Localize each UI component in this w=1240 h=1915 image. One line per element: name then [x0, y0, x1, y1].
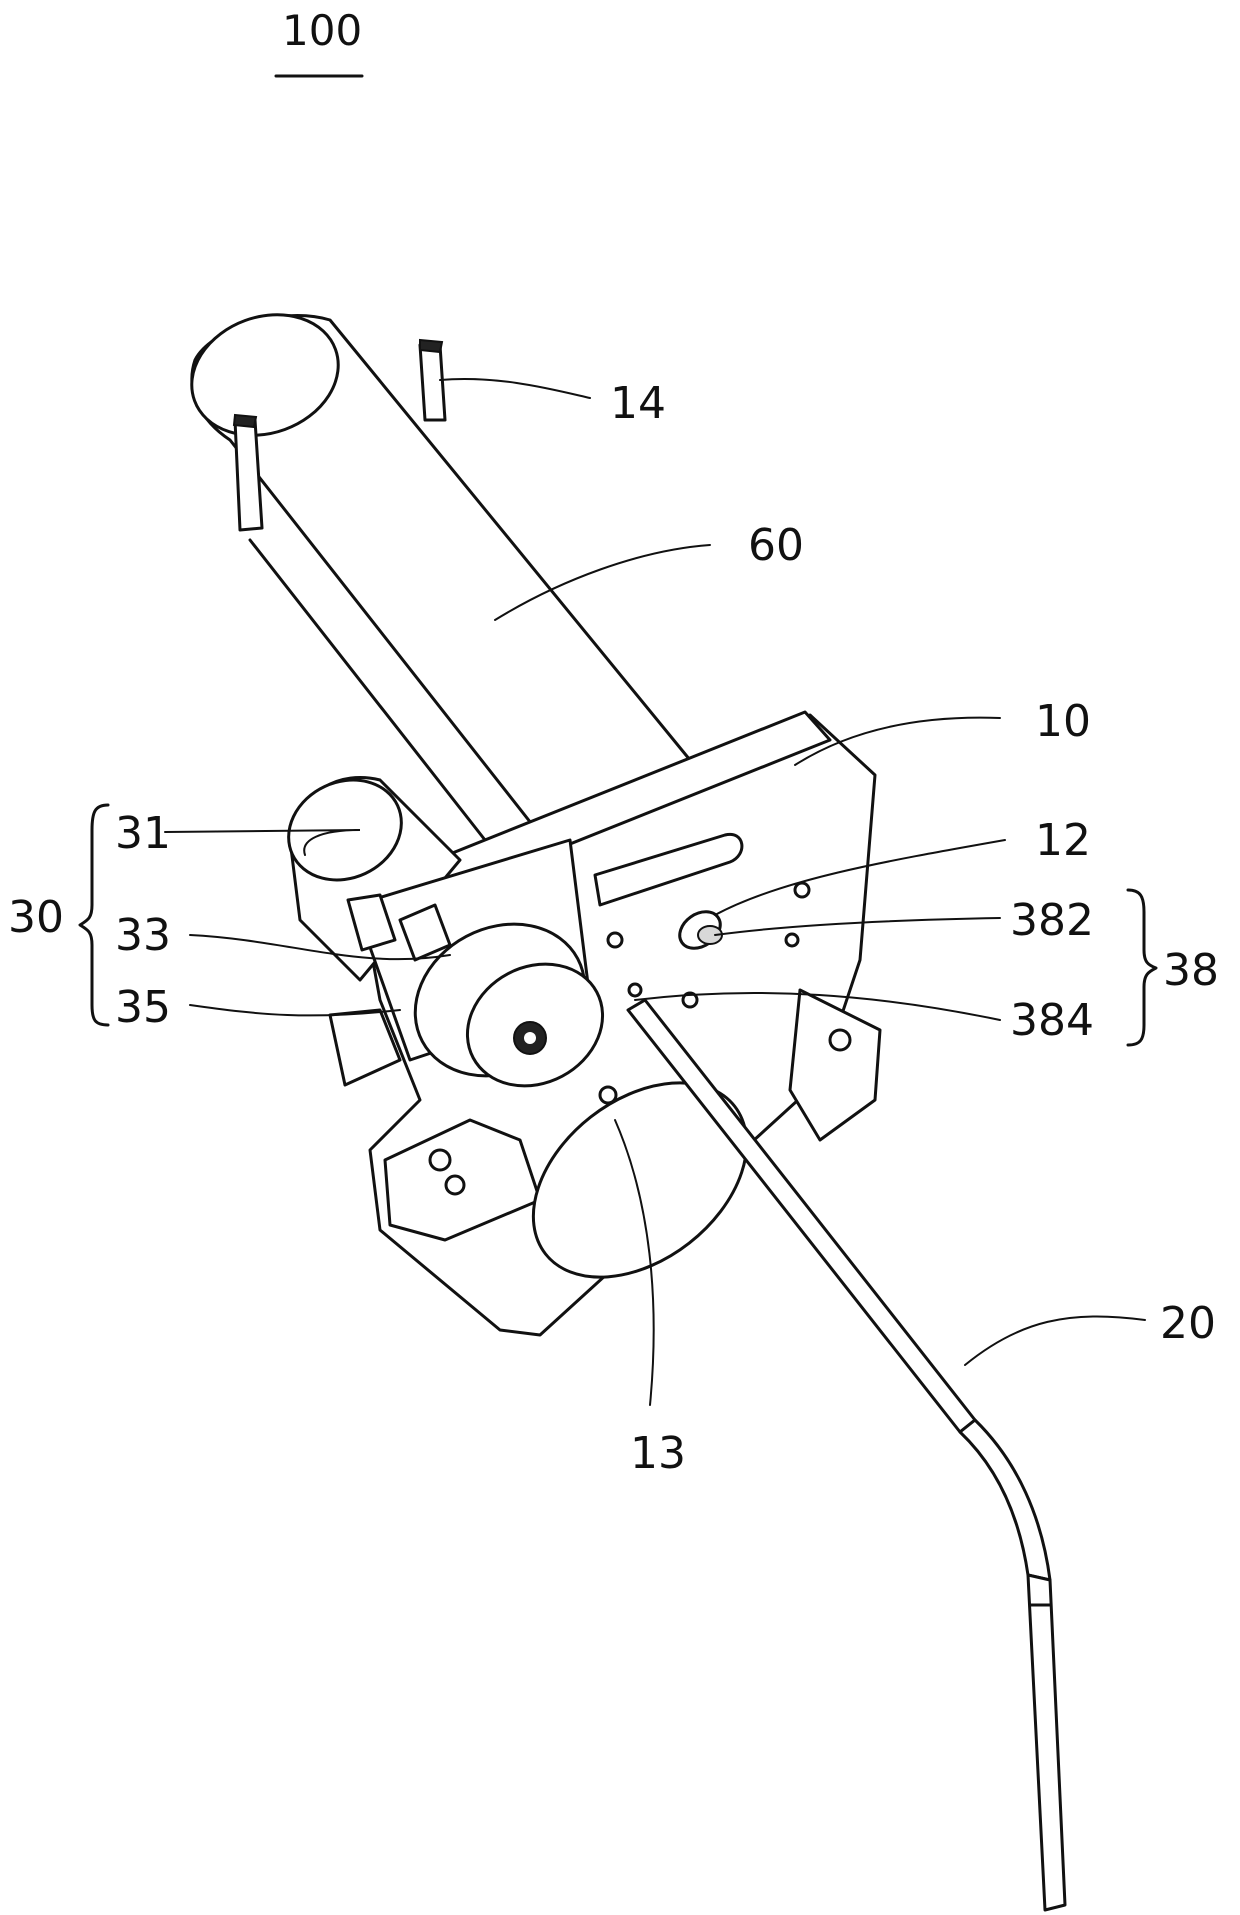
label-12: 12	[1035, 815, 1091, 866]
brace-30	[80, 805, 108, 1025]
label-14: 14	[610, 378, 666, 429]
label-10: 10	[1035, 696, 1091, 747]
label-38: 38	[1163, 945, 1219, 996]
label-382: 382	[1010, 895, 1094, 946]
label-30: 30	[8, 892, 64, 943]
label-13: 13	[630, 1428, 686, 1479]
label-31: 31	[115, 808, 171, 859]
assembly-label: 100	[282, 6, 362, 55]
brace-38	[1128, 890, 1156, 1045]
label-33: 33	[115, 910, 171, 961]
label-60: 60	[748, 520, 804, 571]
label-384: 384	[1010, 995, 1094, 1046]
label-20: 20	[1160, 1298, 1216, 1349]
label-35: 35	[115, 982, 171, 1033]
